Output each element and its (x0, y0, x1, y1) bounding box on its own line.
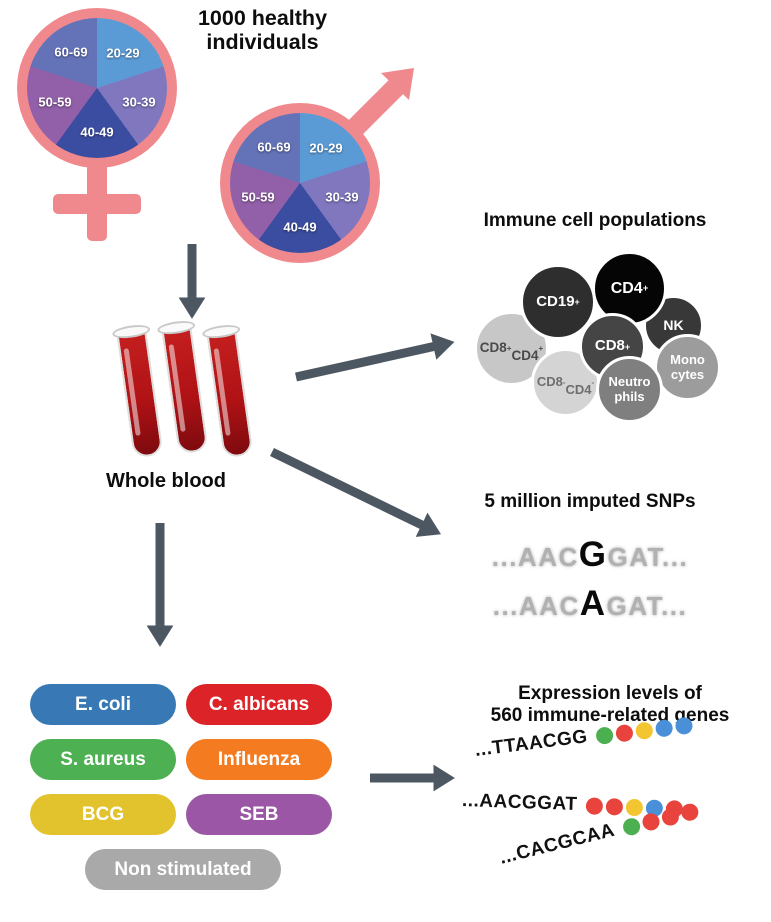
stimulus-seb: SEB (186, 794, 332, 835)
expression-dot (606, 797, 624, 816)
stimulus-influenza: Influenza (186, 739, 332, 780)
whole-blood-label: Whole blood (106, 470, 226, 492)
female-age-pie: 20-29 30-39 40-49 50-59 60-69 (27, 18, 167, 158)
age-slice-label: 20-29 (309, 140, 343, 156)
figure-title: 1000 healthy individuals (197, 6, 328, 54)
age-slice-label: 40-49 (80, 124, 114, 140)
age-slice-label: 40-49 (283, 219, 317, 235)
cell-cd19pos: CD19+ (520, 264, 596, 340)
stimulus-non-stimulated: Non stimulated (85, 849, 281, 890)
snp-sequences: ...AACGGAT... ...AACAGAT... (430, 530, 750, 628)
expression-dot (586, 796, 604, 815)
snp-variant-allele: A (579, 584, 607, 623)
snp-sequence-alt: ...AACAGAT... (492, 584, 688, 623)
expression-dot (679, 801, 700, 823)
blood-tube (111, 323, 164, 459)
female-symbol: 20-29 30-39 40-49 50-59 60-69 (17, 8, 187, 258)
male-arrow-head (381, 68, 414, 100)
expression-title: Expression levels of 560 immune-related … (490, 683, 730, 726)
female-symbol-crossbar (53, 194, 141, 214)
stimulus-bcg: BCG (30, 794, 176, 835)
stimulus-e-coli: E. coli (30, 684, 176, 725)
age-slice-label: 50-59 (241, 189, 275, 205)
snps-title: 5 million imputed SNPs (484, 491, 696, 512)
expression-dot (615, 723, 635, 743)
arrow-blood-to-snps (270, 447, 441, 537)
age-slice-label: 30-39 (122, 94, 156, 110)
age-slice-label: 60-69 (54, 44, 88, 60)
expression-dot (621, 815, 642, 837)
age-slice-label: 30-39 (325, 189, 359, 205)
expression-dot (635, 720, 655, 740)
male-symbol: 20-29 30-39 40-49 50-59 60-69 (220, 103, 420, 273)
snp-sequence-ref: ...AACGGAT... (491, 535, 689, 574)
blood-tube (156, 319, 209, 455)
male-age-pie: 20-29 30-39 40-49 50-59 60-69 (230, 113, 370, 253)
age-slice-label: 60-69 (257, 139, 291, 155)
expression-dot (640, 811, 662, 832)
stimulus-s-aureus: S. aureus (30, 739, 176, 780)
expression-dot (674, 715, 694, 735)
snp-variant-allele: G (578, 535, 608, 574)
immune-populations-title: Immune cell populations (483, 210, 707, 231)
stimulus-c-albicans: C. albicans (186, 684, 332, 725)
arrow-blood-to-cells (295, 333, 455, 382)
cell-cd8neg-cd4neg: CD8-CD4- (531, 348, 600, 417)
blood-tube (201, 323, 254, 459)
expression-dot (654, 718, 674, 738)
expression-dot (595, 725, 615, 745)
gene-sequence: ...CACGCAA (497, 819, 617, 869)
expression-dot (659, 806, 681, 827)
age-slice-label: 20-29 (106, 45, 140, 61)
gene-sequence: ...TTAACGG (473, 726, 589, 761)
gene-sequence: ...AACGGAT (461, 790, 578, 816)
age-slice-label: 50-59 (38, 94, 72, 110)
